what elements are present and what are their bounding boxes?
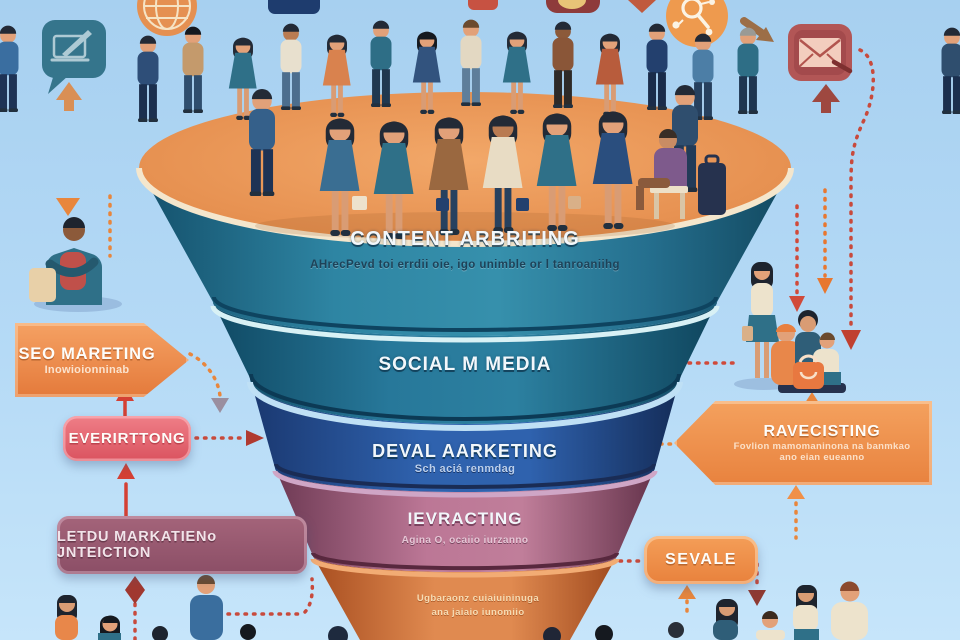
funnel	[136, 92, 794, 640]
handbag	[516, 198, 529, 211]
funnel-layer4-subtitle: Agina O, ocaiio iurzanno	[401, 535, 529, 546]
funnel-platform	[139, 92, 791, 244]
ravecisting-badge: RAVECISTING Fovlion mamomaninona na banm…	[674, 401, 932, 485]
diamond-arrowhead	[125, 576, 145, 604]
app-chip-icon	[268, 0, 320, 14]
suitcase	[698, 154, 726, 215]
consultant-figure	[29, 217, 122, 312]
sevale-badge-title: SEVALE	[665, 551, 737, 568]
gray-arrowhead	[211, 398, 229, 413]
seo-badge-title: SEO MARETING	[18, 344, 156, 363]
right-side-people	[734, 262, 846, 393]
funnel-layer3	[250, 378, 680, 492]
envelope-curve-dotted	[849, 48, 875, 330]
seo-curve-dotted	[188, 352, 222, 398]
dotted-connectors	[56, 48, 875, 640]
everirttong-badge: EVERIRTTONG	[63, 416, 191, 461]
letdu-badge: LETDU MARKATIENo JNTEICTION	[57, 516, 307, 574]
handbag	[352, 196, 367, 210]
bowl-app-icon	[546, 0, 600, 13]
funnel-layer5-line1: Ugbaraonz cuiaiuininuga	[416, 593, 540, 604]
crowd-on-platform	[0, 19, 960, 240]
search-network-icon	[666, 0, 728, 47]
seo-badge-subtitle: Inowioionninab	[44, 363, 130, 376]
small-red-arrow-icon	[628, 0, 656, 13]
envelope-message-icon	[788, 24, 853, 81]
funnel-layer2-title: SOCIAL M MEDIA	[378, 354, 552, 375]
handbag	[568, 196, 581, 209]
funnel-layer4-title: IEVRACTING	[407, 509, 523, 528]
globe-icon	[137, 0, 197, 36]
evert-badge-title: EVERIRTTONG	[68, 430, 186, 447]
funnel-layer5-line2: ana jaiaio iunomiio	[431, 607, 525, 618]
handbag	[436, 198, 449, 211]
funnel-layer3-subtitle: Sch aciá renmdag	[414, 463, 516, 475]
up-arrow-icon	[56, 82, 82, 111]
funnel-layer1-subtitle: AHrecPevd toi errdii oie, igo unimble or…	[310, 259, 620, 271]
ravec-badge-subtitle1: Fovlion mamomaninona na banmkao	[733, 441, 911, 452]
down-arrowhead	[56, 198, 80, 216]
platform-rim	[136, 167, 794, 247]
letdu-badge-title: LETDU MARKATIENo JNTEICTION	[57, 529, 217, 561]
funnel-layer2	[213, 302, 717, 424]
red-chip-icon	[468, 0, 498, 10]
ravec-badge-subtitle2: ano eian eueanno	[779, 452, 865, 463]
bottom-right-people	[595, 581, 868, 640]
bottom-left-dotted	[226, 577, 315, 616]
seated-person	[636, 129, 688, 219]
maroon-up-arrow-icon	[812, 84, 840, 113]
funnel-layer1-title: CONTENT ARBRITING	[350, 228, 580, 250]
bottom-left-people	[55, 575, 561, 640]
funnel-layer1	[139, 168, 791, 336]
ravec-badge-title: RAVECISTING	[763, 423, 881, 440]
sevale-badge: SEVALE	[644, 536, 758, 584]
brown-arrow-icon	[740, 17, 774, 42]
funnel-layer3-title: DEVAL AARKETING	[372, 441, 558, 461]
writing-laptop-bubble-icon	[42, 20, 106, 94]
funnel-layer5	[313, 556, 617, 640]
